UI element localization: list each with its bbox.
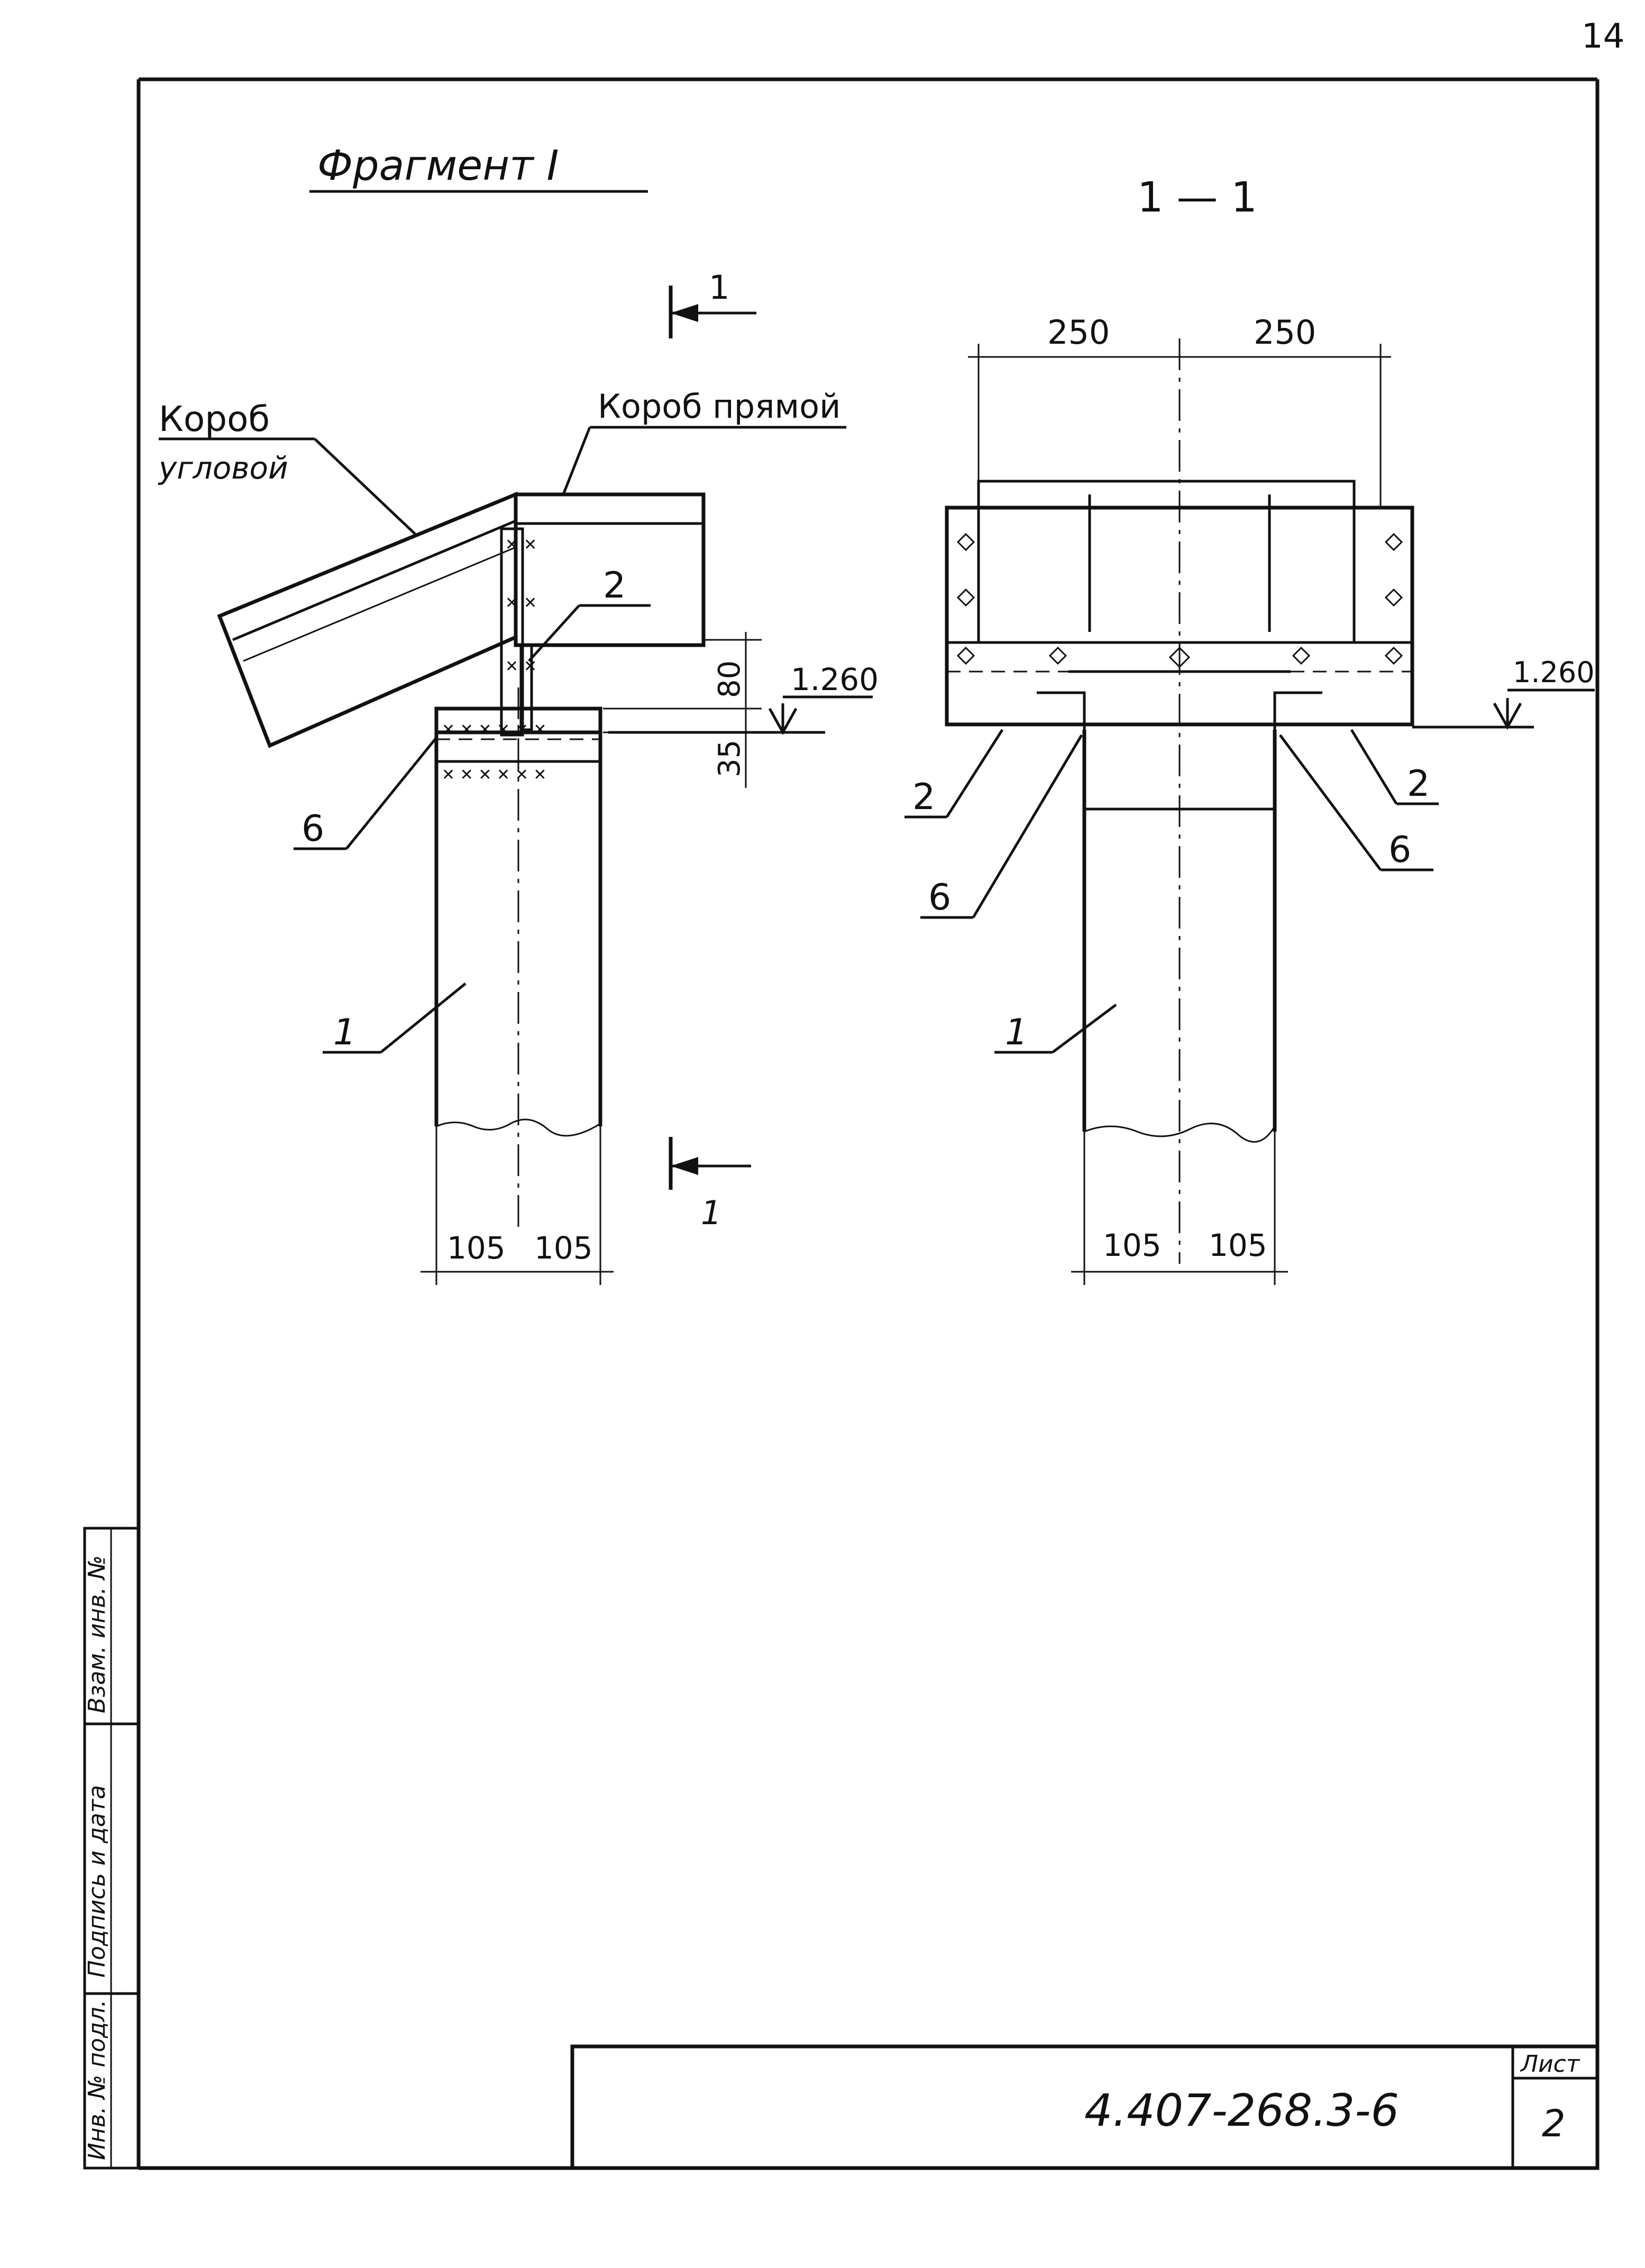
- stamp-field-signature-date: Подпись и дата: [84, 1785, 111, 1978]
- left-vertical-dimensions: 80 35: [603, 632, 762, 788]
- document-code: 4.407-268.3-6: [1084, 2085, 1399, 2136]
- svg-text:✕: ✕: [505, 594, 518, 612]
- right-callout-6-right: 6: [1388, 829, 1411, 871]
- right-post-part-1: [1037, 691, 1322, 1143]
- section-marker-bottom: 1: [669, 1137, 751, 1232]
- right-callout-6-left: 6: [928, 877, 951, 919]
- right-dim-250-left: 250: [1047, 313, 1110, 352]
- box-section: [945, 338, 1414, 1264]
- right-dim-105-right: 105: [1209, 1227, 1267, 1263]
- svg-text:✕: ✕: [505, 657, 518, 676]
- right-view: 250 250: [904, 313, 1595, 1285]
- right-elevation-value: 1.260: [1513, 656, 1595, 689]
- stamp-field-original-inventory: Инв. № подл.: [84, 1999, 111, 2160]
- svg-text:✕: ✕: [524, 536, 537, 554]
- post-part-1: ✕ ✕ ✕ ✕ ✕ ✕ ✕ ✕ ✕ ✕ ✕ ✕: [434, 687, 602, 1232]
- title-block: 4.407-268.3-6 Лист 2: [570, 2044, 1600, 2170]
- left-elevation-mark: 1.260: [608, 662, 879, 736]
- svg-text:✕: ✕: [524, 594, 537, 612]
- sheet-label: Лист: [1520, 2051, 1580, 2078]
- section-marker-top-label: 1: [709, 268, 729, 307]
- plate-part-2: [519, 644, 533, 731]
- right-callout-1: 1: [1005, 1012, 1028, 1053]
- label-straight-box: Короб прямой: [598, 387, 840, 426]
- drawing-frame: [136, 77, 1600, 2170]
- left-callout-6: 6: [301, 808, 324, 850]
- left-elevation-value: 1.260: [791, 662, 879, 697]
- left-view: 1 1 ✕ ✕ ✕ ✕ ✕ ✕: [158, 268, 879, 1285]
- right-top-dimensions: 250 250: [968, 313, 1391, 508]
- sheet-number: 2: [1542, 2102, 1566, 2145]
- side-stamp: Взам. инв. № Подпись и дата Инв. № подл.: [83, 1527, 140, 2170]
- page-number: 14: [1582, 17, 1624, 56]
- straight-box: [514, 492, 706, 647]
- left-callout-1: 1: [333, 1012, 356, 1053]
- right-callout-2-left: 2: [912, 776, 935, 818]
- right-dim-105-left: 105: [1103, 1227, 1162, 1263]
- svg-text:✕ ✕ ✕ ✕ ✕ ✕: ✕ ✕ ✕ ✕ ✕ ✕: [442, 721, 547, 739]
- left-dim-105-left: 105: [447, 1230, 506, 1266]
- stamp-field-replacement-inventory: Взам. инв. №: [84, 1555, 111, 1713]
- left-dim-105-right: 105: [534, 1230, 593, 1266]
- dim-35: 35: [712, 740, 747, 777]
- label-corner-box-line2: угловой: [158, 450, 288, 486]
- right-elevation-mark: 1.260: [1412, 656, 1595, 730]
- left-callout-2: 2: [603, 565, 626, 607]
- right-callout-2-right: 2: [1407, 763, 1430, 805]
- right-bottom-dimensions: 105 105: [1071, 1132, 1288, 1285]
- svg-text:✕: ✕: [505, 536, 518, 554]
- dim-80: 80: [712, 660, 747, 698]
- left-bottom-dimensions: 105 105: [421, 1126, 614, 1285]
- svg-text:✕ ✕ ✕ ✕ ✕ ✕: ✕ ✕ ✕ ✕ ✕ ✕: [442, 766, 547, 784]
- label-corner-box-line1: Короб: [159, 399, 270, 439]
- section-marker-bottom-label: 1: [701, 1193, 721, 1232]
- section-title: 1 — 1: [1137, 174, 1257, 222]
- section-marker-top: 1: [669, 268, 756, 338]
- right-dim-250-right: 250: [1254, 313, 1316, 352]
- fragment-title: Фрагмент I: [317, 142, 559, 190]
